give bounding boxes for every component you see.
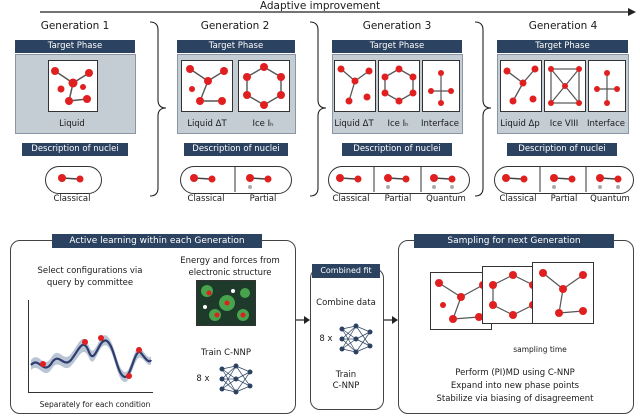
generation-2-nuclei-label-2: Partial bbox=[249, 194, 277, 204]
generation-1-description-bar: Description of nuclei bbox=[22, 143, 128, 156]
generation-3-nuclei-label-1: Classical bbox=[332, 194, 370, 204]
generation-4-target-bar: Target Phase bbox=[497, 40, 628, 53]
network-art-1 bbox=[219, 363, 253, 395]
g3-interface-structure-image bbox=[422, 60, 460, 112]
g3-liquid-art bbox=[337, 65, 373, 105]
g4-liquid-structure-image bbox=[500, 60, 542, 112]
combined-multiplier: 8 x bbox=[319, 334, 333, 344]
generation-2-nuclei-label-1: Classical bbox=[187, 194, 225, 204]
g4-interface-art bbox=[594, 70, 620, 106]
ice-viii-art bbox=[548, 66, 582, 106]
generation-3-description-bar: Description of nuclei bbox=[342, 143, 452, 156]
liquid-structure-art bbox=[51, 67, 93, 105]
energy-text-line1: Energy and forces from bbox=[180, 256, 280, 266]
generation-4-title: Generation 4 bbox=[528, 20, 598, 32]
snapshot-3-art bbox=[539, 269, 587, 317]
snapshot-1-art bbox=[435, 279, 487, 323]
network-art-2 bbox=[339, 323, 373, 355]
generation-4-nuclei-label-3: Quantum bbox=[590, 194, 630, 204]
generation-4-phase-label-3: Interface bbox=[586, 119, 626, 129]
committee-plot bbox=[28, 300, 153, 393]
ice-ih-structure-image bbox=[238, 60, 290, 112]
g3-ice-art bbox=[381, 65, 417, 105]
sampling-line-2: Expand into new phase points bbox=[450, 381, 580, 391]
generation-2-nuclei-pill bbox=[180, 166, 292, 194]
train-cnnp-text: Train C-NNP bbox=[201, 348, 251, 358]
ice-ih-art bbox=[243, 63, 285, 109]
liquid-dt-structure-image bbox=[181, 60, 233, 112]
generation-1-title: Generation 1 bbox=[40, 20, 110, 32]
committee-plot-art bbox=[30, 335, 152, 382]
liquid-dt-art bbox=[186, 65, 228, 105]
header-title: Adaptive improvement bbox=[259, 0, 381, 12]
combined-train-line2: C-NNP bbox=[332, 381, 360, 391]
select-text-line2: query by committee bbox=[46, 278, 134, 288]
ice-viii-structure-image bbox=[544, 60, 586, 112]
active-learning-multiplier: 8 x bbox=[196, 374, 210, 384]
generation-4-phase-label-2: Ice VIII bbox=[549, 119, 579, 129]
generation-3-nuclei-label-3: Quantum bbox=[426, 194, 466, 204]
energy-text-line2: electronic structure bbox=[188, 268, 272, 278]
sampling-title: Sampling for next Generation bbox=[414, 234, 614, 248]
select-text-line1: Select configurations via bbox=[37, 266, 143, 276]
generation-4-nuclei-label-2: Partial bbox=[550, 194, 578, 204]
sampling-snapshot-1 bbox=[430, 272, 492, 330]
g3-ice-structure-image bbox=[378, 60, 420, 112]
generation-4-nuclei-label-1: Classical bbox=[499, 194, 537, 204]
generation-3-nuclei-pill bbox=[328, 166, 470, 194]
sampling-line-3: Stabilize via biasing of disagreement bbox=[436, 394, 594, 404]
active-learning-title: Active learning within each Generation bbox=[52, 234, 262, 248]
generation-2-phase-label-2: Ice Iₕ bbox=[252, 119, 274, 129]
generation-1-nuclei-label: Classical bbox=[53, 194, 91, 204]
combined-network-icon bbox=[338, 322, 374, 356]
sampling-time-label: sampling time bbox=[513, 345, 567, 354]
electronic-structure-art bbox=[201, 285, 250, 321]
generation-3-phase-label-1: Liquid ΔT bbox=[334, 119, 374, 129]
generation-4-phase-label-1: Liquid Δp bbox=[500, 119, 540, 129]
generation-2-phase-label-1: Liquid ΔT bbox=[187, 119, 227, 129]
combined-train-line1: Train bbox=[335, 370, 357, 380]
g3-interface-art bbox=[428, 70, 454, 106]
generation-4-description-bar: Description of nuclei bbox=[507, 143, 617, 156]
active-learning-network-icon bbox=[218, 362, 254, 396]
generation-3-target-bar: Target Phase bbox=[332, 40, 462, 53]
generation-3-phase-label-2: Ice Iₕ bbox=[387, 119, 409, 129]
generation-3-phase-label-3: Interface bbox=[420, 119, 460, 129]
g3-liquid-structure-image bbox=[334, 60, 376, 112]
active-learning-footer: Separately for each condition bbox=[39, 400, 151, 409]
g4-interface-structure-image bbox=[588, 60, 626, 112]
combined-fit-title: Combined fit bbox=[312, 264, 380, 278]
generation-4-nuclei-pill bbox=[494, 166, 634, 194]
electronic-structure-image bbox=[196, 280, 256, 326]
generation-1-target-bar: Target Phase bbox=[15, 40, 135, 53]
sampling-snapshot-3 bbox=[532, 262, 594, 324]
generation-1-nuclei-pill bbox=[45, 166, 102, 194]
generation-2-target-bar: Target Phase bbox=[177, 40, 295, 53]
generation-2-title: Generation 2 bbox=[200, 20, 270, 32]
generation-2-description-bar: Description of nuclei bbox=[184, 143, 288, 156]
generation-3-title: Generation 3 bbox=[362, 20, 432, 32]
sampling-line-1: Perform (PI)MD using C-NNP bbox=[455, 368, 575, 378]
combine-data-text: Combine data bbox=[316, 298, 376, 308]
g4-liquid-art bbox=[503, 65, 539, 105]
generation-3-nuclei-label-2: Partial bbox=[384, 194, 412, 204]
liquid-structure-image bbox=[48, 60, 98, 112]
generation-1-phase-label: Liquid bbox=[59, 119, 85, 129]
